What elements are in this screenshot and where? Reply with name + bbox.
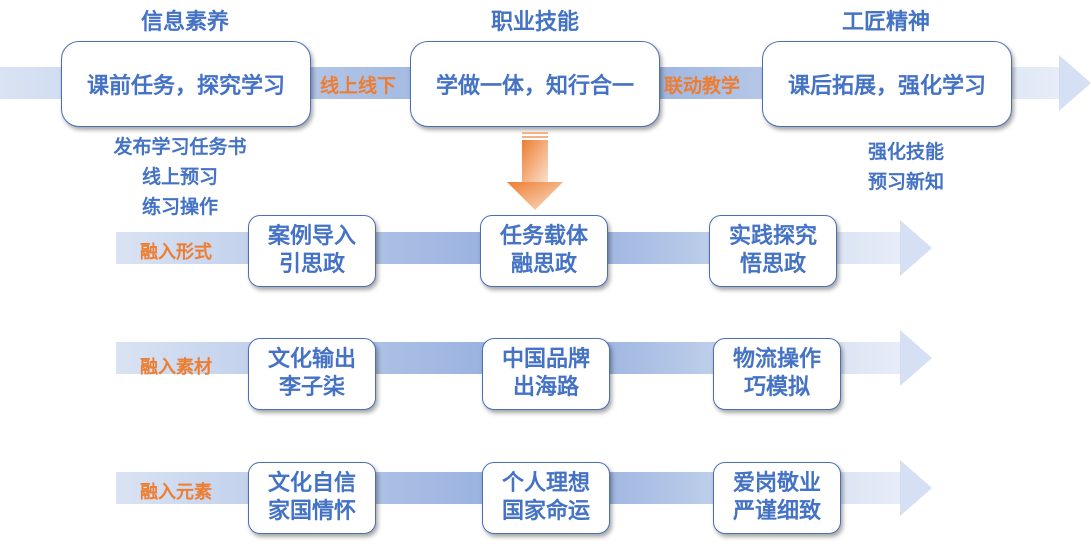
cell-line: 案例导入 — [267, 224, 356, 249]
cell-line: 融思政 — [510, 252, 577, 277]
double-arrow-icon — [299, 290, 323, 338]
cell-line: 国家命运 — [501, 499, 590, 524]
cell-line: 爱岗敬业 — [732, 471, 821, 496]
double-arrow-icon — [531, 290, 555, 338]
cell-line: 实践探究 — [728, 224, 817, 249]
double-arrow-icon — [531, 413, 555, 461]
stage-heading-3: 工匠精神 — [841, 10, 930, 35]
cell-line: 巧模拟 — [743, 375, 810, 400]
cell-row2-col1[interactable]: 文化输出 李子柒 — [248, 338, 376, 410]
stage-box-label: 学做一体，知行合一 — [435, 74, 634, 99]
cell-row2-col3[interactable]: 物流操作 巧模拟 — [713, 338, 841, 410]
row-label-form: 融入形式 — [140, 242, 212, 263]
row-arrowhead-3 — [900, 460, 932, 516]
stage-box-label: 课后拓展，强化学习 — [787, 74, 986, 99]
stage-heading-2: 职业技能 — [490, 10, 579, 35]
cell-row2-col2[interactable]: 中国品牌 出海路 — [482, 338, 610, 410]
stage-box-post-class[interactable]: 课后拓展，强化学习 — [762, 41, 1012, 127]
cell-line: 文化输出 — [267, 347, 356, 372]
stage-box-label: 课前任务，探究学习 — [86, 74, 285, 99]
note-item: 练习操作 — [141, 196, 218, 218]
row-label-element: 融入元素 — [140, 482, 212, 503]
cell-line: 出海路 — [512, 375, 579, 400]
cell-row3-col3[interactable]: 爱岗敬业 严谨细致 — [713, 462, 841, 534]
connector-label-linked-teaching: 联动教学 — [664, 75, 741, 97]
stage-box-in-class[interactable]: 学做一体，知行合一 — [410, 41, 660, 127]
double-arrow-icon — [766, 290, 790, 338]
row-arrowhead-1 — [900, 220, 932, 276]
cell-line: 任务载体 — [499, 224, 588, 249]
cell-row3-col1[interactable]: 文化自信 家国情怀 — [248, 462, 376, 534]
cell-row1-col3[interactable]: 实践探究 悟思政 — [709, 215, 837, 287]
cell-line: 中国品牌 — [501, 347, 590, 372]
note-item: 发布学习任务书 — [113, 136, 247, 158]
cell-line: 物流操作 — [732, 347, 821, 372]
double-arrow-icon — [766, 413, 790, 461]
stage-1-notes: 发布学习任务书 线上预习 练习操作 — [90, 132, 270, 222]
cell-row1-col1[interactable]: 案例导入 引思政 — [248, 215, 376, 287]
down-arrow-icon — [507, 132, 563, 210]
stage-heading-1: 信息素养 — [140, 10, 229, 35]
cell-row3-col2[interactable]: 个人理想 国家命运 — [482, 462, 610, 534]
row-arrowhead-2 — [900, 330, 932, 386]
stage-box-pre-class[interactable]: 课前任务，探究学习 — [61, 41, 311, 127]
cell-line: 文化自信 — [267, 471, 356, 496]
note-item: 强化技能 — [867, 141, 944, 163]
cell-row1-col2[interactable]: 任务载体 融思政 — [480, 215, 608, 287]
connector-label-online-offline: 线上线下 — [320, 75, 397, 97]
double-arrow-icon — [299, 413, 323, 461]
cell-line: 个人理想 — [501, 471, 590, 496]
note-item: 预习新知 — [867, 171, 944, 193]
cell-line: 引思政 — [278, 252, 345, 277]
cell-line: 李子柒 — [278, 375, 345, 400]
cell-line: 悟思政 — [739, 252, 806, 277]
note-item: 线上预习 — [141, 166, 218, 188]
stage-3-notes: 强化技能 预习新知 — [846, 137, 966, 197]
main-flow-arrowhead — [1059, 55, 1091, 111]
cell-line: 严谨细致 — [732, 499, 821, 524]
row-label-material: 融入素材 — [140, 357, 212, 378]
cell-line: 家国情怀 — [267, 499, 356, 524]
